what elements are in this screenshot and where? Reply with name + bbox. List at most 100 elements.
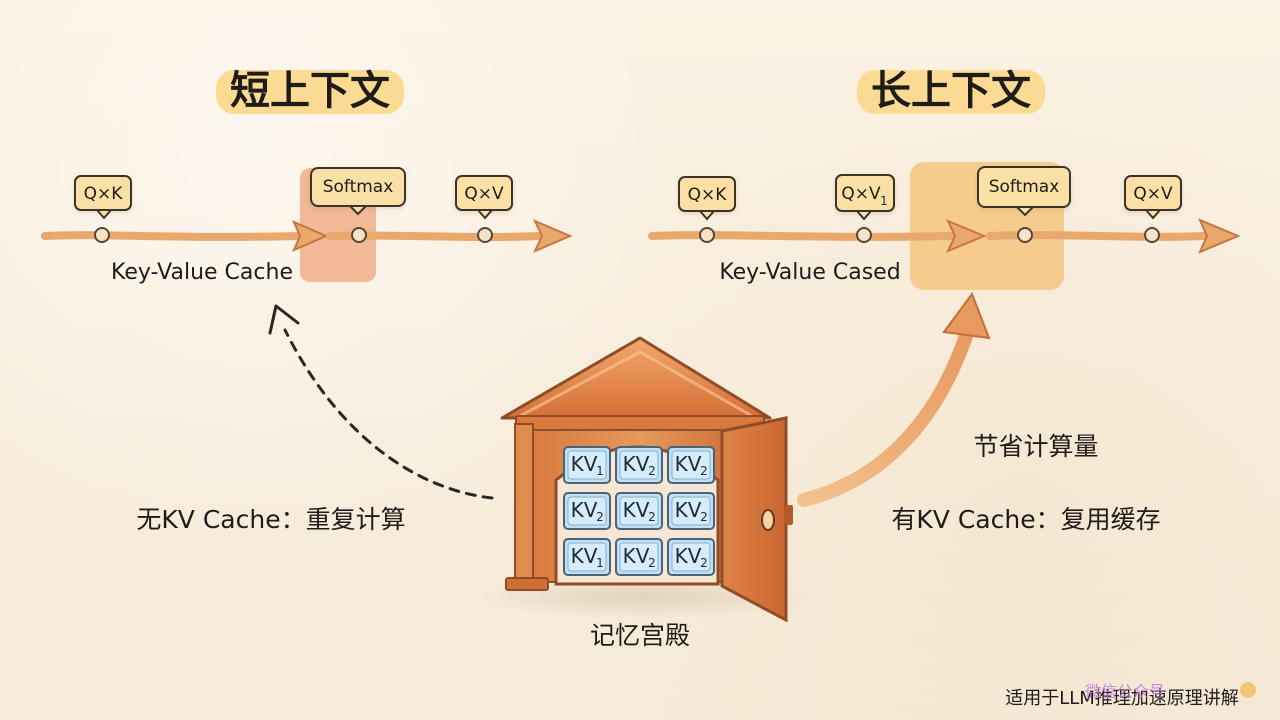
kv-cell-inner [671, 450, 711, 480]
kv-cell-label: KV [675, 498, 702, 522]
left-dashed-arrow [268, 304, 494, 500]
left-tag-softmax-label: Softmax [323, 177, 394, 197]
watermark-icon [1240, 682, 1256, 698]
right-tag-softmax: Softmax [977, 166, 1071, 217]
kv-cell: KV2 [667, 538, 715, 576]
left-cache-label: Key-Value Cache [111, 260, 293, 285]
kv-cell-label: KV [571, 498, 598, 522]
house-roof-highlight [519, 350, 753, 418]
kv-cell-subscript: 2 [648, 556, 656, 570]
left-arrow-head-2 [532, 219, 573, 253]
right-benefit-label: 节省计算量 [973, 432, 1098, 461]
kv-cell-subscript: 1 [596, 464, 604, 478]
kv-cell-subscript: 2 [700, 556, 708, 570]
right-node-qv [1144, 227, 1160, 243]
kv-cell: KV2 [615, 492, 663, 530]
kv-cell-subscript: 1 [596, 556, 604, 570]
left-arrow-shaft-1 [41, 231, 304, 241]
left-title: 短上下文 [230, 68, 390, 114]
kv-cell: KV2 [667, 492, 715, 530]
house-door [720, 416, 788, 623]
left-tag-qk-label: Q×K [84, 184, 124, 204]
right-pipeline [648, 218, 1241, 254]
right-tag-qk-pointer [697, 210, 717, 221]
right-tag-qv1: Q×V 1 [835, 174, 895, 221]
right-tag-qv1-pointer [854, 210, 874, 221]
right-tag-qv1-subscript: 1 [880, 194, 888, 208]
kv-cell: KV2 [563, 492, 611, 530]
kv-cell: KV2 [615, 538, 663, 576]
right-tag-softmax-pointer [1014, 206, 1036, 217]
right-side-label: 有KV Cache：复用缓存 [891, 505, 1160, 534]
kv-cell-inner [671, 542, 711, 572]
left-tag-qk-pointer [94, 209, 114, 220]
kv-cell: KV2 [667, 446, 715, 484]
footer-note: 适用于LLM推理加速原理讲解 [1005, 688, 1239, 709]
kv-cell-subscript: 2 [700, 464, 708, 478]
right-tag-qv: Q×V [1124, 175, 1182, 220]
kv-cell-label: KV [623, 544, 650, 568]
kv-cell: KV1 [563, 538, 611, 576]
kv-cell: KV1 [563, 446, 611, 484]
right-node-qk [699, 227, 715, 243]
house-column-base [505, 577, 549, 591]
left-tag-qv-label: Q×V [464, 184, 504, 204]
right-arrow-shaft-1 [648, 231, 956, 241]
right-curved-arrowhead [942, 291, 991, 340]
right-tag-qv1-label: Q×V [841, 184, 881, 204]
right-curved-shaft [797, 323, 975, 507]
left-node-softmax [351, 227, 367, 243]
right-title-highlight [857, 70, 1045, 114]
kv-cell-inner [567, 450, 607, 480]
right-tag-qv-pointer [1143, 209, 1163, 220]
house-label: 记忆宫殿 [590, 621, 690, 650]
right-cache-label: Key-Value Cased [719, 260, 900, 285]
right-tag-qk: Q×K [678, 176, 736, 221]
right-node-qv1 [856, 227, 872, 243]
house-door-edge [785, 505, 793, 525]
left-arrow-head-1 [292, 220, 329, 252]
kv-cell-subscript: 2 [648, 464, 656, 478]
left-tag-qv: Q×V [455, 175, 513, 220]
right-arrow-shaft-2 [986, 231, 1208, 241]
left-side-label: 无KV Cache：重复计算 [136, 505, 405, 534]
left-tag-softmax-pointer [347, 205, 369, 216]
right-arrow-head-1 [946, 219, 987, 253]
kv-cell-label: KV [675, 452, 702, 476]
left-node-qv [477, 227, 493, 243]
left-title-group: 短上下文 [216, 68, 404, 114]
kv-cell-subscript: 2 [596, 510, 604, 524]
kv-cell-inner [619, 450, 659, 480]
kv-cell-label: KV [623, 452, 650, 476]
house-entablature [515, 415, 765, 431]
kv-cell-label: KV [571, 544, 598, 568]
right-tag-softmax-label: Softmax [989, 177, 1060, 197]
right-title-group: 长上下文 [857, 68, 1045, 114]
footer-watermark: 微信公众号 [1085, 682, 1165, 701]
left-dashed-arrowhead [268, 304, 300, 335]
kv-cell-label: KV [623, 498, 650, 522]
left-dashed-curve [283, 328, 494, 500]
left-pipeline [41, 219, 573, 253]
kv-cell-inner [671, 496, 711, 526]
left-tag-softmax: Softmax [310, 167, 406, 216]
kv-cell: KV2 [615, 446, 663, 484]
kv-cell-subscript: 2 [700, 510, 708, 524]
kv-cell-inner [567, 496, 607, 526]
kv-cell-inner [619, 542, 659, 572]
kv-cell-inner [619, 496, 659, 526]
right-arrow-head-2 [1198, 218, 1241, 254]
right-tag-qk-label: Q×K [688, 185, 728, 205]
left-node-qk [94, 227, 110, 243]
kv-cell-label: KV [571, 452, 598, 476]
kv-cell-inner [567, 542, 607, 572]
left-title-highlight [216, 70, 404, 114]
right-node-softmax [1017, 227, 1033, 243]
kv-cell-label: KV [675, 544, 702, 568]
house-left-column [514, 423, 534, 589]
left-tag-qk: Q×K [74, 175, 132, 220]
